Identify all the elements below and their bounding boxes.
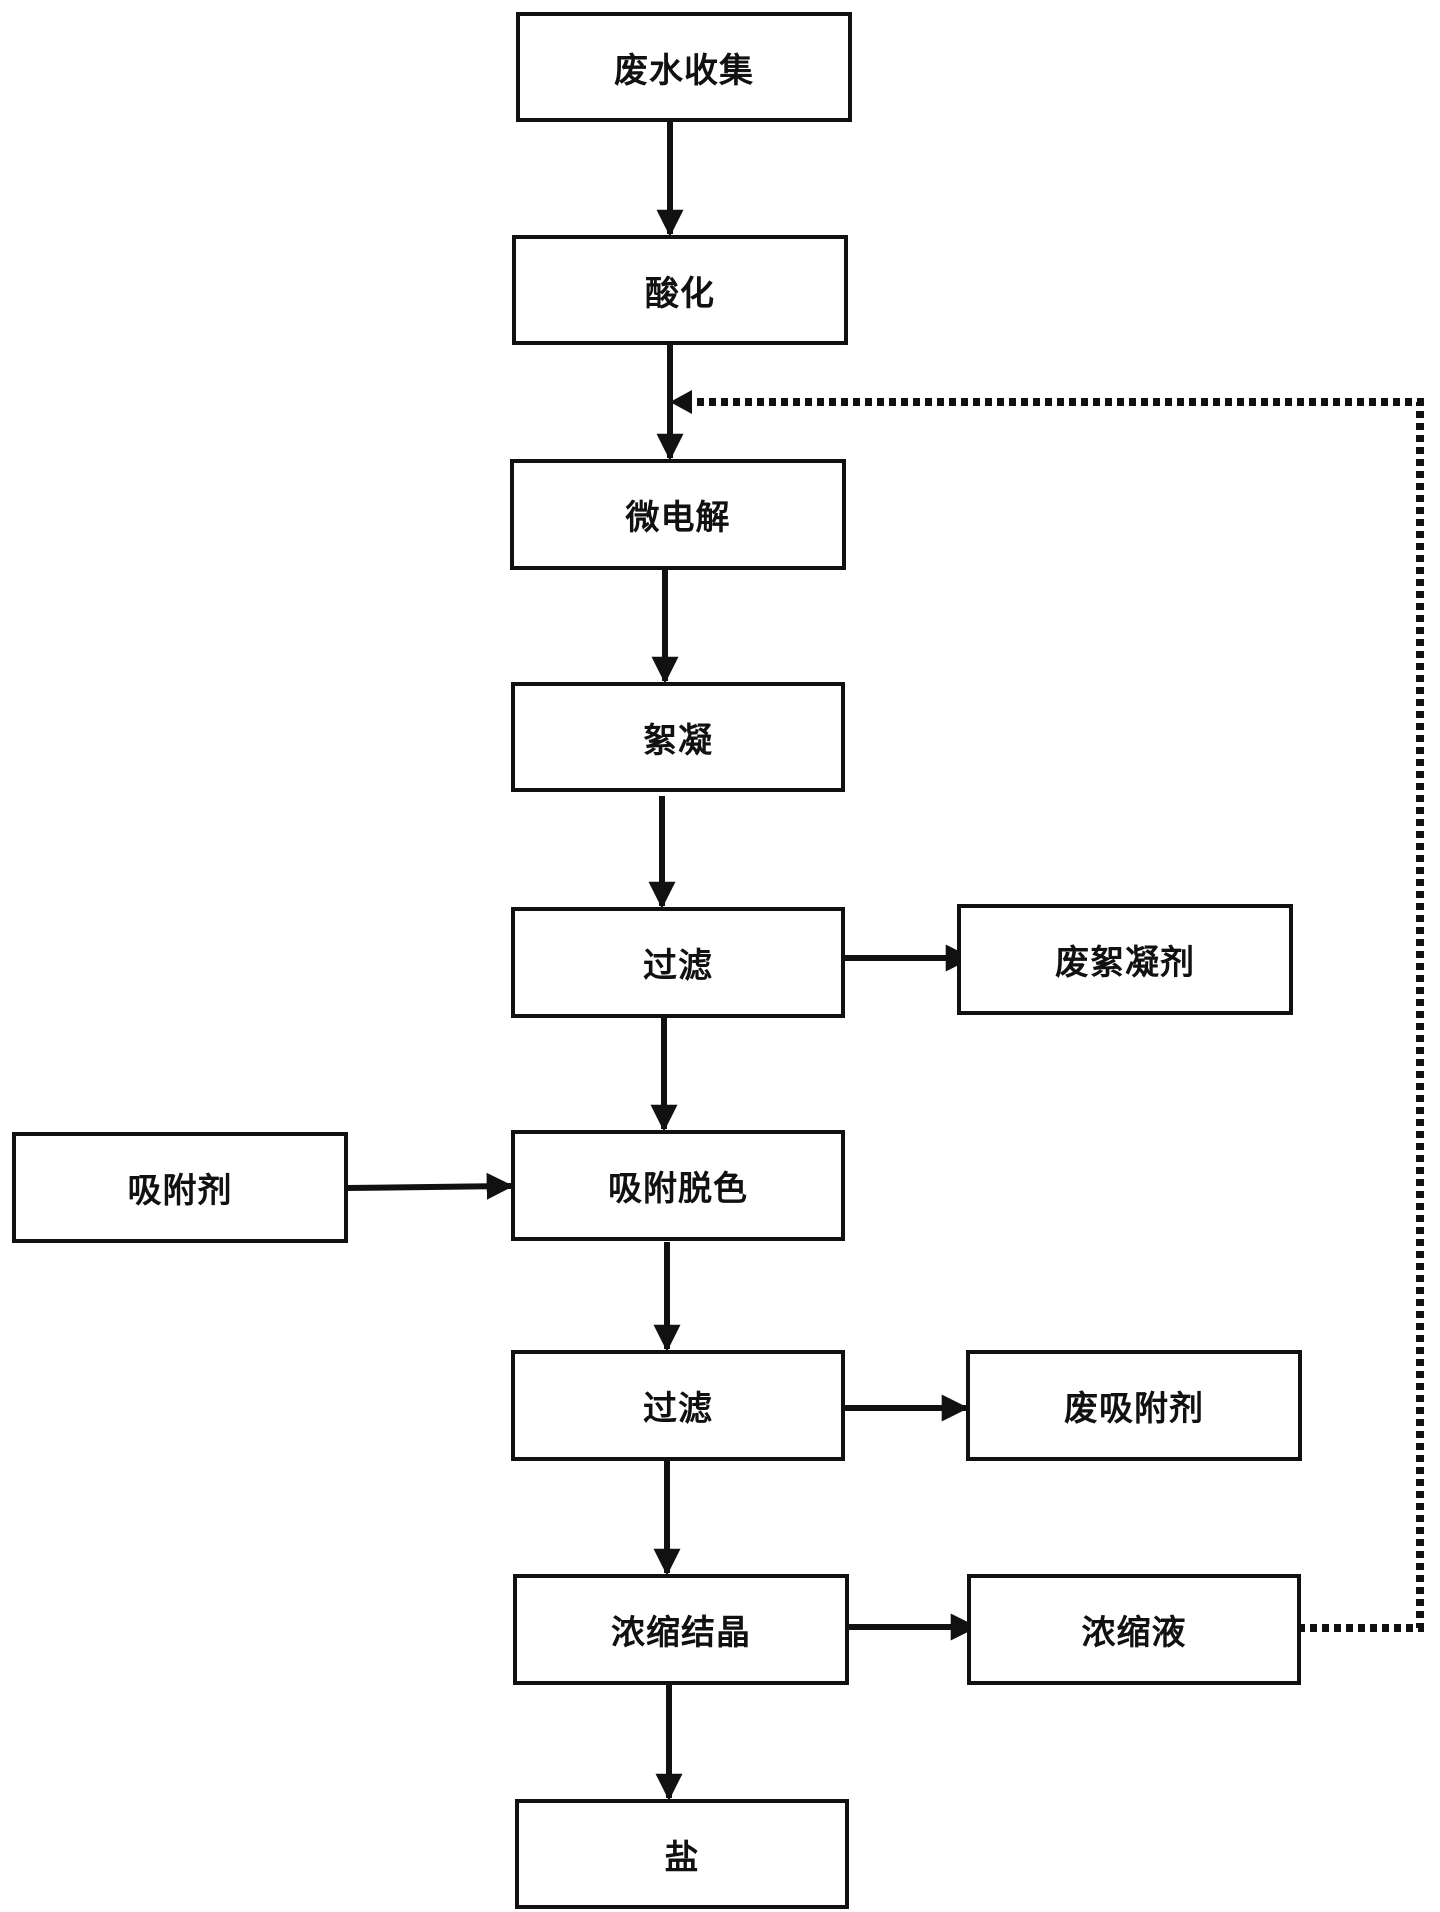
- node-filter-2: 过滤: [511, 1350, 845, 1461]
- node-label: 废絮凝剂: [1055, 943, 1195, 983]
- node-filter-1: 过滤: [511, 907, 845, 1018]
- node-waste-adsorbent: 废吸附剂: [966, 1350, 1302, 1461]
- node-concentration-crystallization: 浓缩结晶: [513, 1574, 849, 1685]
- node-label: 过滤: [643, 1389, 713, 1429]
- node-label: 过滤: [643, 946, 713, 986]
- node-label: 浓缩液: [1081, 1613, 1187, 1653]
- node-salt: 盐: [515, 1799, 849, 1909]
- node-flocculation: 絮凝: [511, 682, 845, 792]
- node-label: 废水收集: [614, 50, 754, 91]
- node-adsorbent: 吸附剂: [12, 1132, 348, 1243]
- node-adsorption-decolorization: 吸附脱色: [511, 1130, 845, 1241]
- recycle-loop-arrowhead: [670, 390, 692, 414]
- node-label: 絮凝: [643, 720, 713, 761]
- node-label: 吸附脱色: [608, 1169, 748, 1209]
- arrow-adsorbent-to-adsorption: [345, 1172, 514, 1200]
- node-label: 微电解: [625, 498, 731, 538]
- node-wastewater-collection: 废水收集: [516, 12, 852, 122]
- node-waste-flocculant: 废絮凝剂: [957, 904, 1293, 1015]
- node-micro-electrolysis: 微电解: [510, 459, 846, 570]
- node-acidification: 酸化: [512, 235, 848, 345]
- node-label: 浓缩结晶: [611, 1613, 751, 1653]
- node-label: 盐: [664, 1837, 700, 1878]
- node-label: 吸附剂: [127, 1171, 233, 1211]
- node-concentrate-liquid: 浓缩液: [967, 1574, 1301, 1685]
- dotted-recycle-loop: [682, 398, 1424, 1632]
- node-label: 废吸附剂: [1064, 1389, 1204, 1429]
- node-label: 酸化: [645, 273, 715, 314]
